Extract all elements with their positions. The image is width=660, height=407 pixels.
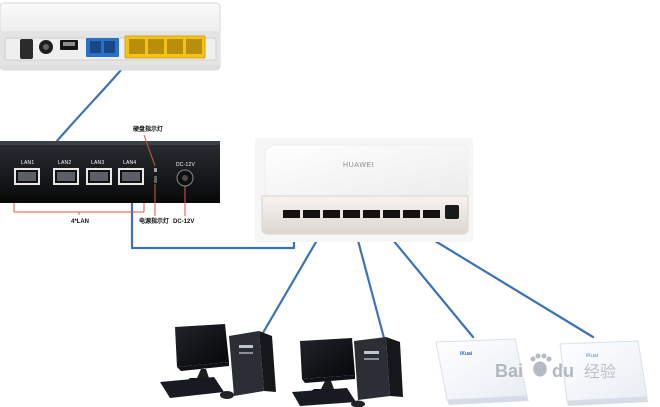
tower-right <box>354 337 403 400</box>
tower-left <box>229 331 276 396</box>
watermark-subtitle: 经验 <box>584 362 616 381</box>
watermark-brand: Bai <box>495 361 523 381</box>
mouse-right <box>351 400 365 407</box>
lan-count-label: 4*LAN <box>71 219 89 225</box>
router-power-jack <box>39 40 53 54</box>
mouse-left <box>220 391 234 399</box>
router-lan-ports <box>124 35 206 59</box>
mini-pc-dc-top-label: DC-12V <box>176 162 195 168</box>
mini-pc-lan2-label: LAN2 <box>58 160 71 166</box>
access-point-left: iKuai <box>435 338 529 405</box>
router-device <box>0 2 221 71</box>
monitor-left <box>175 324 229 381</box>
router-phone-ports <box>86 38 119 57</box>
power-indicator-label: 电源指示灯 <box>139 217 169 225</box>
desktop-computer-right <box>292 337 403 407</box>
mini-pc-lan4-label: LAN4 <box>123 160 136 166</box>
monitor-right <box>300 338 355 392</box>
baidu-watermark: Bai du 经验 <box>495 353 616 381</box>
mini-pc-status-leds <box>154 168 157 183</box>
mini-pc-callouts: 硬盘指示灯 4*LAN 电源指示灯 DC-12V <box>13 125 194 225</box>
keyboard-left <box>160 377 224 398</box>
ap-left-brand-label: iKuai <box>460 351 473 357</box>
access-point-right: iKuai <box>559 340 648 406</box>
mini-pc-dc-jack <box>176 169 194 187</box>
watermark-brand-suffix: du <box>552 361 574 381</box>
dc-power-label: DC-12V <box>173 219 194 225</box>
mini-pc-port-labels: LAN1 LAN2 LAN3 LAN4 DC-12V <box>21 160 195 168</box>
keyboard-right <box>292 388 356 406</box>
mini-pc-lan1-label: LAN1 <box>21 160 34 166</box>
router-power-switch <box>20 39 33 59</box>
mini-pc-lan-port-2 <box>53 168 79 185</box>
mini-pc-lan-port-3 <box>86 168 112 185</box>
switch-ports <box>283 210 440 218</box>
network-switch-device: HUAWEI <box>255 138 473 242</box>
router-usb-port <box>60 40 78 50</box>
mini-pc-device: LAN1 LAN2 LAN3 LAN4 DC-12V 硬盘指示灯 4*LAN 电… <box>0 125 220 225</box>
ap-right-brand-label: iKuai <box>586 353 599 359</box>
mini-pc-lan-port-1 <box>14 168 40 185</box>
disk-indicator-label: 硬盘指示灯 <box>133 125 163 133</box>
desktop-computer-left <box>160 324 276 399</box>
mini-pc-lan3-label: LAN3 <box>91 160 104 166</box>
switch-brand-label: HUAWEI <box>343 162 374 169</box>
mini-pc-lan-port-4 <box>118 168 144 185</box>
switch-power-port <box>445 205 459 219</box>
paw-icon <box>530 353 552 377</box>
